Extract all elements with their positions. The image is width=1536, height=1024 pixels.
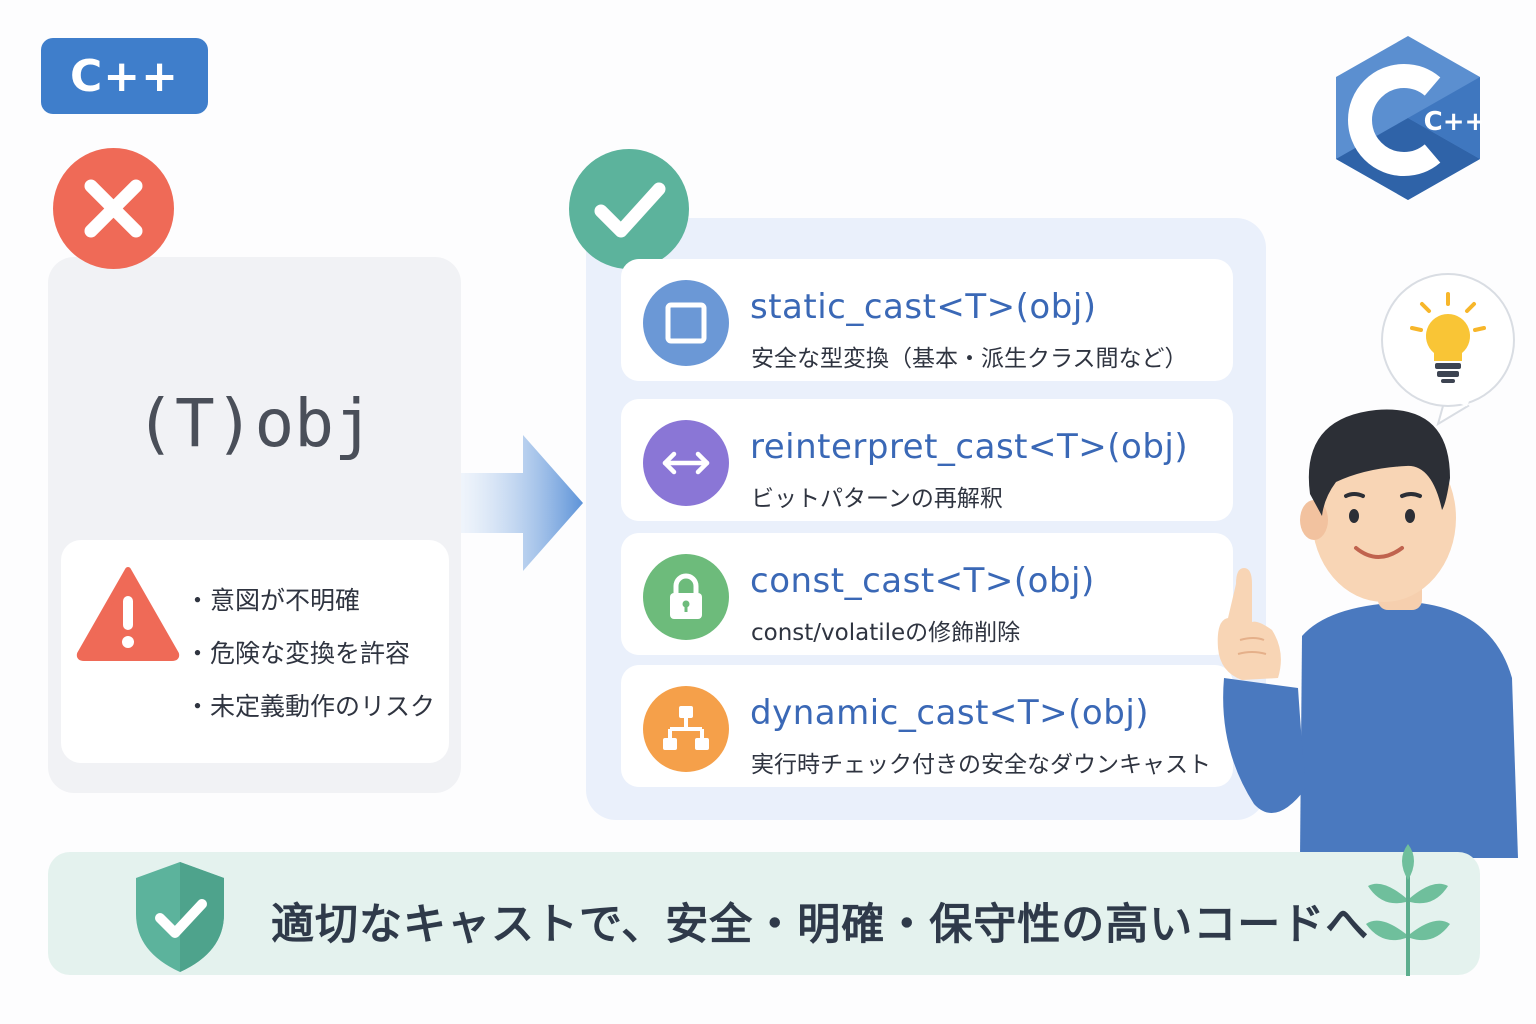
warning-icon (76, 567, 180, 661)
cast-icon-circle (643, 554, 729, 640)
cast-name: const_cast<T>(obj) (750, 561, 1095, 601)
cast-description: ビットパターンの再解釈 (751, 486, 1003, 512)
double-arrow-icon (662, 451, 710, 475)
right-arrow-icon (461, 435, 583, 571)
cast-description: const/volatileの修飾削除 (751, 620, 1021, 646)
issue-item: 未定義動作のリスク (185, 687, 435, 723)
c-style-cast-code: (T)obj (135, 385, 374, 462)
summary-text: 適切なキャストで、安全・明確・保守性の高いコードへ (271, 900, 1370, 950)
cast-card-reinterpret: reinterpret_cast<T>(obj) ビットパターンの再解釈 (621, 399, 1233, 521)
error-badge (53, 148, 174, 269)
summary-banner (48, 852, 1480, 975)
cast-name: static_cast<T>(obj) (750, 287, 1097, 327)
developer-illustration (1217, 273, 1518, 858)
cpp-badge: C++ (41, 38, 208, 114)
issue-item: 危険な変換を許容 (185, 634, 410, 670)
success-badge (569, 149, 689, 269)
lightbulb-icon (1410, 292, 1486, 383)
cast-icon-circle (643, 686, 729, 772)
cast-icon-circle (643, 280, 729, 366)
issue-item: 意図が不明確 (185, 581, 360, 617)
shield-check-icon (136, 862, 224, 972)
cast-icon-circle (643, 420, 729, 506)
square-icon (665, 302, 707, 344)
cast-description: 実行時チェック付きの安全なダウンキャスト (751, 752, 1211, 778)
cast-description: 安全な型変換（基本・派生クラス間など） (751, 346, 1188, 372)
cpp-badge-label: C++ (69, 50, 180, 102)
check-icon (594, 182, 666, 238)
cast-name: reinterpret_cast<T>(obj) (750, 427, 1189, 467)
cpp-logo-text: C++ (1424, 107, 1482, 137)
lock-icon (670, 573, 702, 619)
cast-card-static: static_cast<T>(obj) 安全な型変換（基本・派生クラス間など） (621, 259, 1233, 381)
cross-icon (84, 179, 143, 238)
plant-icon (1366, 844, 1450, 976)
cast-card-const: const_cast<T>(obj) const/volatileの修飾削除 (621, 533, 1233, 655)
cpp-logo-icon: C++ (1336, 36, 1482, 200)
hierarchy-icon (663, 706, 709, 750)
cast-name: dynamic_cast<T>(obj) (750, 693, 1150, 733)
cast-card-dynamic: dynamic_cast<T>(obj) 実行時チェック付きの安全なダウンキャス… (621, 665, 1233, 787)
